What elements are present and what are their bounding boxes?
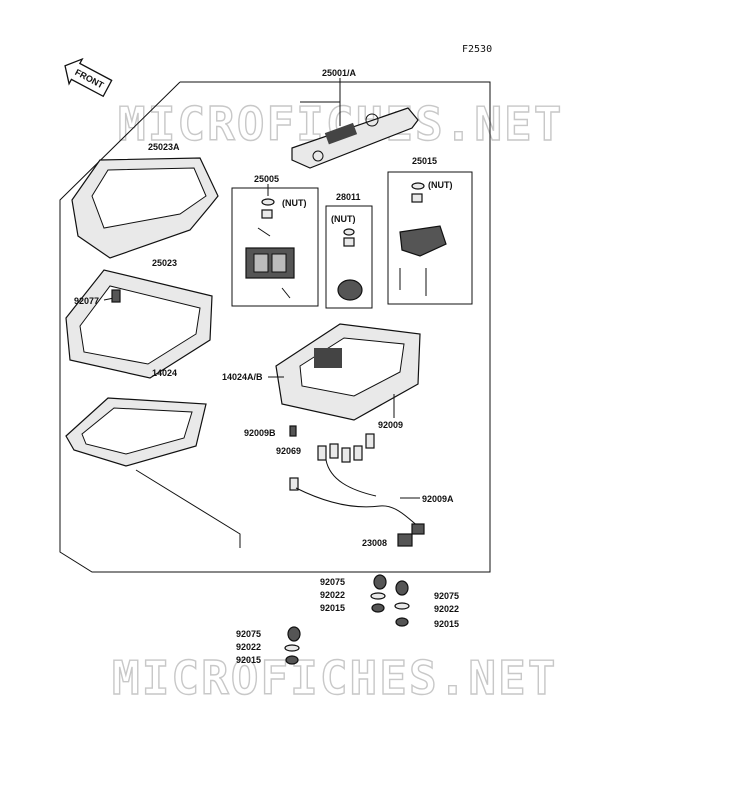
label-25005: 25005 (254, 174, 279, 184)
label-25015: 25015 (412, 156, 437, 166)
nut-label-1: (NUT) (282, 198, 307, 208)
label-92069: 92069 (276, 446, 301, 456)
meter-case-part (275, 323, 421, 421)
grommet-92077 (111, 289, 121, 303)
label-25023A: 25023A (148, 142, 180, 152)
front-arrow-icon: FRONT (64, 57, 113, 98)
reference-code: F2530 (462, 44, 492, 55)
meter-cover-part (71, 157, 219, 259)
bulb-harness-part (289, 433, 425, 547)
nut-label-3: (NUT) (428, 180, 453, 190)
watermark-bottom: MICROFICHES.NET (112, 651, 557, 705)
hw-left-92022: 92022 (236, 642, 261, 652)
group-box-25005 (231, 187, 319, 307)
tachometer-unit-part (245, 247, 295, 279)
group-box-25015 (387, 171, 473, 305)
hw-right-92075: 92075 (434, 591, 459, 601)
hw-left-92015: 92015 (236, 655, 261, 665)
hw-left-92075: 92075 (236, 629, 261, 639)
meter-lens-part (65, 269, 213, 379)
label-92009: 92009 (378, 420, 403, 430)
label-92077: 92077 (74, 296, 99, 306)
label-92009B: 92009B (244, 428, 276, 438)
hw-right-92022: 92022 (434, 604, 459, 614)
group-box-28011 (325, 205, 373, 309)
hw-right-92015: 92015 (434, 619, 459, 629)
meter-face-part (291, 107, 419, 169)
label-28011: 28011 (336, 192, 361, 202)
gauge-unit-part (337, 279, 363, 301)
label-14024AB: 14024A/B (222, 372, 263, 382)
label-25023: 25023 (152, 258, 177, 268)
label-25001A: 25001/A (322, 68, 357, 78)
hw-mid-92022: 92022 (320, 590, 345, 600)
label-23008: 23008 (362, 538, 387, 548)
hardware-left (284, 626, 301, 665)
hw-mid-92015: 92015 (320, 603, 345, 613)
label-92009A: 92009A (422, 494, 454, 504)
label-14024: 14024 (152, 368, 177, 378)
assembly-frame (59, 81, 491, 573)
speedometer-unit-part (399, 225, 447, 257)
hardware-mid (370, 574, 387, 613)
gasket-part (65, 397, 207, 467)
hardware-right (394, 580, 410, 627)
nut-label-2: (NUT) (331, 214, 356, 224)
hw-mid-92075: 92075 (320, 577, 345, 587)
